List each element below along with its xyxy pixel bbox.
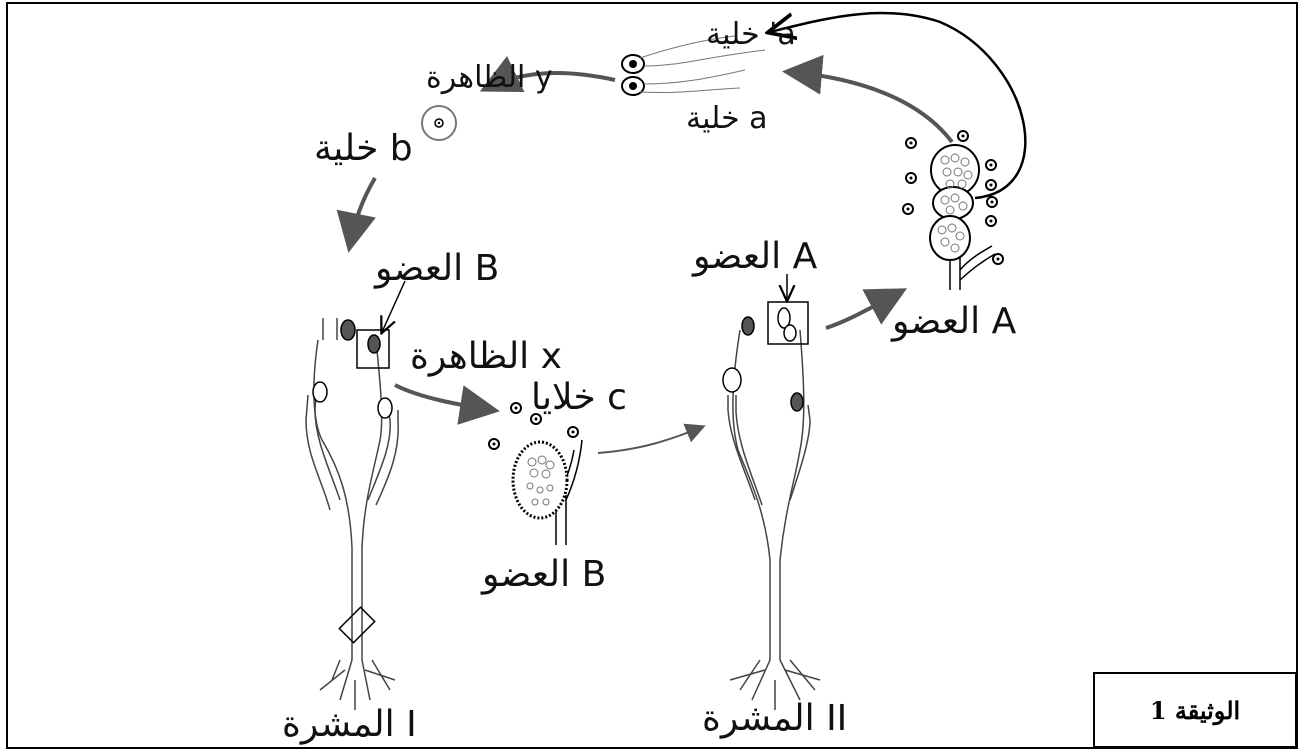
label-phenomenon-x: الظاهرة x bbox=[410, 336, 562, 377]
organ-a-enlarged bbox=[902, 130, 1004, 290]
cell-b-icon bbox=[421, 105, 457, 141]
label-phenomenon-y: الظاهرة y bbox=[426, 60, 553, 95]
thallus-i-drawing bbox=[305, 318, 399, 710]
label-organ-b-top: العضو B bbox=[373, 248, 499, 289]
label-thallus-i: المشرة I bbox=[282, 704, 417, 745]
document-label: الوثيقة 1 bbox=[1149, 695, 1241, 725]
arrow-cell-b-to-thallus-i bbox=[336, 176, 377, 253]
arrow-organ-a-to-cell-a bbox=[782, 54, 954, 144]
label-organ-a-right: العضو A bbox=[890, 301, 1017, 342]
thallus-ii-drawing bbox=[722, 301, 821, 710]
label-cell-a-prime: خلية 'a bbox=[706, 17, 796, 52]
label-organ-b-bottom: العضو B bbox=[480, 554, 606, 595]
arrow-phenomenon-x bbox=[394, 383, 500, 425]
arrow-to-thallus-ii bbox=[597, 423, 706, 454]
arrow-thallus-ii-to-organ-a bbox=[825, 288, 908, 330]
label-organ-a-top: العضو A bbox=[691, 236, 818, 277]
outer-border bbox=[6, 2, 1298, 749]
arrow-organ-a-to-cell-a-prime bbox=[770, 11, 1027, 200]
label-cell-b: خلية b bbox=[314, 128, 413, 169]
label-thallus-ii: المشرة II bbox=[702, 698, 847, 739]
label-cells-c: خلايا c bbox=[531, 377, 627, 418]
gametes-a bbox=[621, 35, 766, 96]
organ-b-enlarged bbox=[488, 402, 583, 545]
document-label-box: الوثيقة 1 bbox=[1093, 672, 1297, 748]
arrow-phenomenon-y bbox=[479, 56, 616, 93]
label-cell-a: خلية a bbox=[686, 101, 768, 136]
pointer-organ-b bbox=[382, 280, 406, 332]
